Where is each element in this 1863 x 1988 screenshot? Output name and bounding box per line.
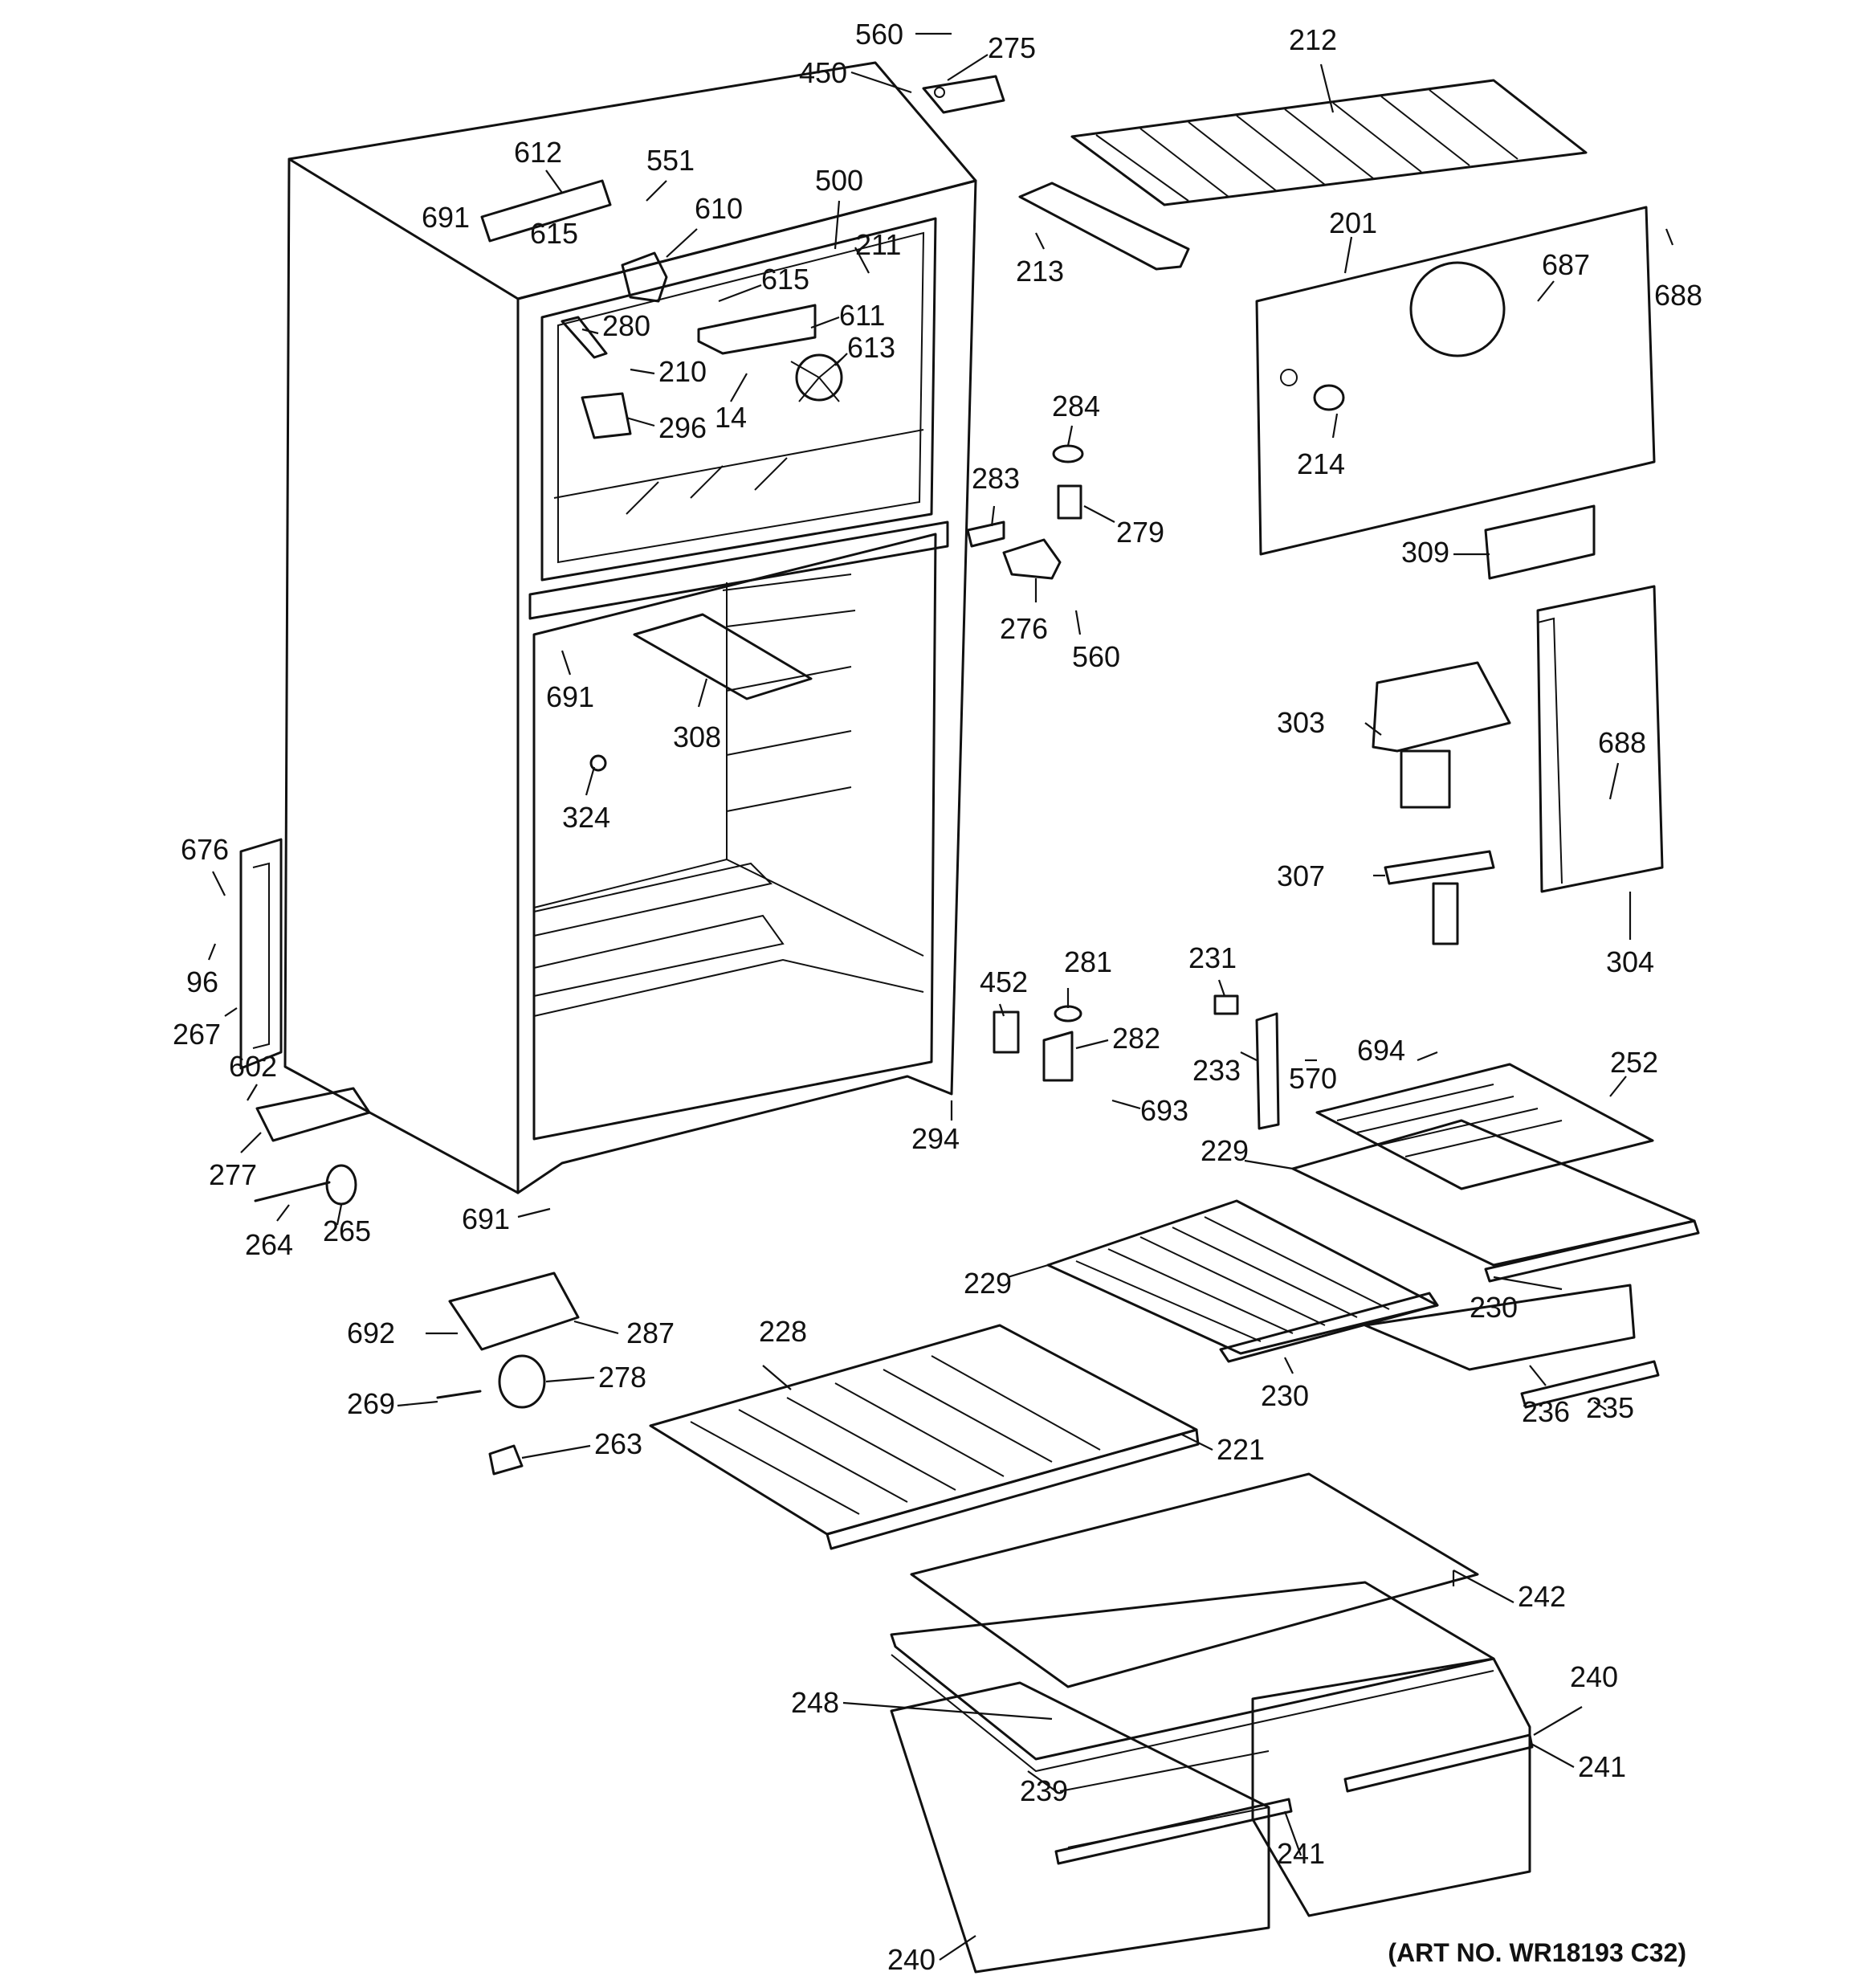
callout: 688 <box>1654 279 1702 312</box>
callout: 560 <box>1072 640 1120 673</box>
callout: 452 <box>980 965 1028 998</box>
callout: 602 <box>229 1050 277 1083</box>
callout: 231 <box>1188 941 1237 974</box>
callout: 560 <box>855 18 903 51</box>
callout: 252 <box>1610 1046 1658 1079</box>
callout: 228 <box>759 1315 807 1348</box>
callout: 694 <box>1357 1034 1405 1067</box>
callout: 308 <box>673 720 721 753</box>
callout-labels: 560 275 450 212 612 551 500 610 691 615 … <box>173 18 1702 1976</box>
callout: 264 <box>245 1228 293 1261</box>
callout: 500 <box>815 164 863 197</box>
callout: 277 <box>209 1158 257 1191</box>
callout: 214 <box>1297 447 1345 480</box>
callout: 96 <box>186 965 218 998</box>
callout: 613 <box>847 331 895 364</box>
callout: 324 <box>562 801 610 834</box>
callout: 612 <box>514 136 562 169</box>
callout: 279 <box>1116 516 1164 549</box>
callout: 304 <box>1606 945 1654 978</box>
callout: 211 <box>855 228 901 261</box>
cabinet-drawing <box>283 61 1005 1194</box>
callout: 269 <box>347 1387 395 1420</box>
callout: 691 <box>546 680 594 713</box>
art-number: (ART NO. WR18193 C32) <box>1388 1938 1686 1967</box>
callout: 233 <box>1192 1054 1241 1087</box>
callout: 14 <box>715 401 747 434</box>
callout: 236 <box>1522 1395 1570 1428</box>
callout: 307 <box>1277 859 1325 892</box>
parts-lower-left <box>239 838 580 1476</box>
callout: 235 <box>1586 1391 1634 1424</box>
callout: 265 <box>323 1214 371 1247</box>
callout: 242 <box>1518 1580 1566 1613</box>
callout: 303 <box>1277 706 1325 739</box>
callout: 281 <box>1064 945 1112 978</box>
callout: 450 <box>799 56 847 89</box>
callout: 296 <box>658 411 707 444</box>
callout: 615 <box>530 217 578 250</box>
callout: 309 <box>1401 536 1449 569</box>
callout: 294 <box>911 1122 960 1155</box>
leader-lines <box>207 32 1674 1961</box>
callout: 570 <box>1289 1062 1337 1095</box>
callout: 212 <box>1289 23 1337 56</box>
callout: 276 <box>1000 612 1048 645</box>
callout: 688 <box>1598 726 1646 759</box>
callout: 263 <box>594 1427 642 1460</box>
callout: 201 <box>1329 206 1377 239</box>
callout: 676 <box>181 833 229 866</box>
callout: 230 <box>1470 1291 1518 1324</box>
callout: 210 <box>658 355 707 388</box>
callout: 248 <box>791 1686 839 1719</box>
callout: 240 <box>1570 1660 1618 1693</box>
callout: 287 <box>626 1316 675 1349</box>
callout: 267 <box>173 1018 221 1051</box>
callout: 213 <box>1016 255 1064 288</box>
callout: 284 <box>1052 390 1100 423</box>
callout: 280 <box>602 309 650 342</box>
callout: 282 <box>1112 1022 1160 1055</box>
parts-right <box>966 79 1700 1409</box>
callout: 687 <box>1542 248 1590 281</box>
callout: 611 <box>839 299 885 332</box>
callout: 283 <box>972 462 1020 495</box>
callout: 278 <box>598 1361 646 1394</box>
callout: 240 <box>887 1943 936 1976</box>
callout: 610 <box>695 192 743 225</box>
callout: 229 <box>964 1267 1012 1300</box>
callout: 691 <box>462 1202 510 1235</box>
parts-lower <box>649 1324 1534 1974</box>
callout: 239 <box>1020 1774 1068 1807</box>
callout: 241 <box>1277 1837 1325 1870</box>
callout: 221 <box>1217 1433 1265 1466</box>
callout: 229 <box>1201 1134 1249 1167</box>
callout: 691 <box>422 201 470 234</box>
callout: 275 <box>988 31 1036 64</box>
callout: 615 <box>761 263 809 296</box>
callout: 692 <box>347 1316 395 1349</box>
callout: 693 <box>1140 1094 1188 1127</box>
callout: 551 <box>646 144 695 177</box>
callout: 241 <box>1578 1750 1626 1783</box>
callout: 230 <box>1261 1379 1309 1412</box>
